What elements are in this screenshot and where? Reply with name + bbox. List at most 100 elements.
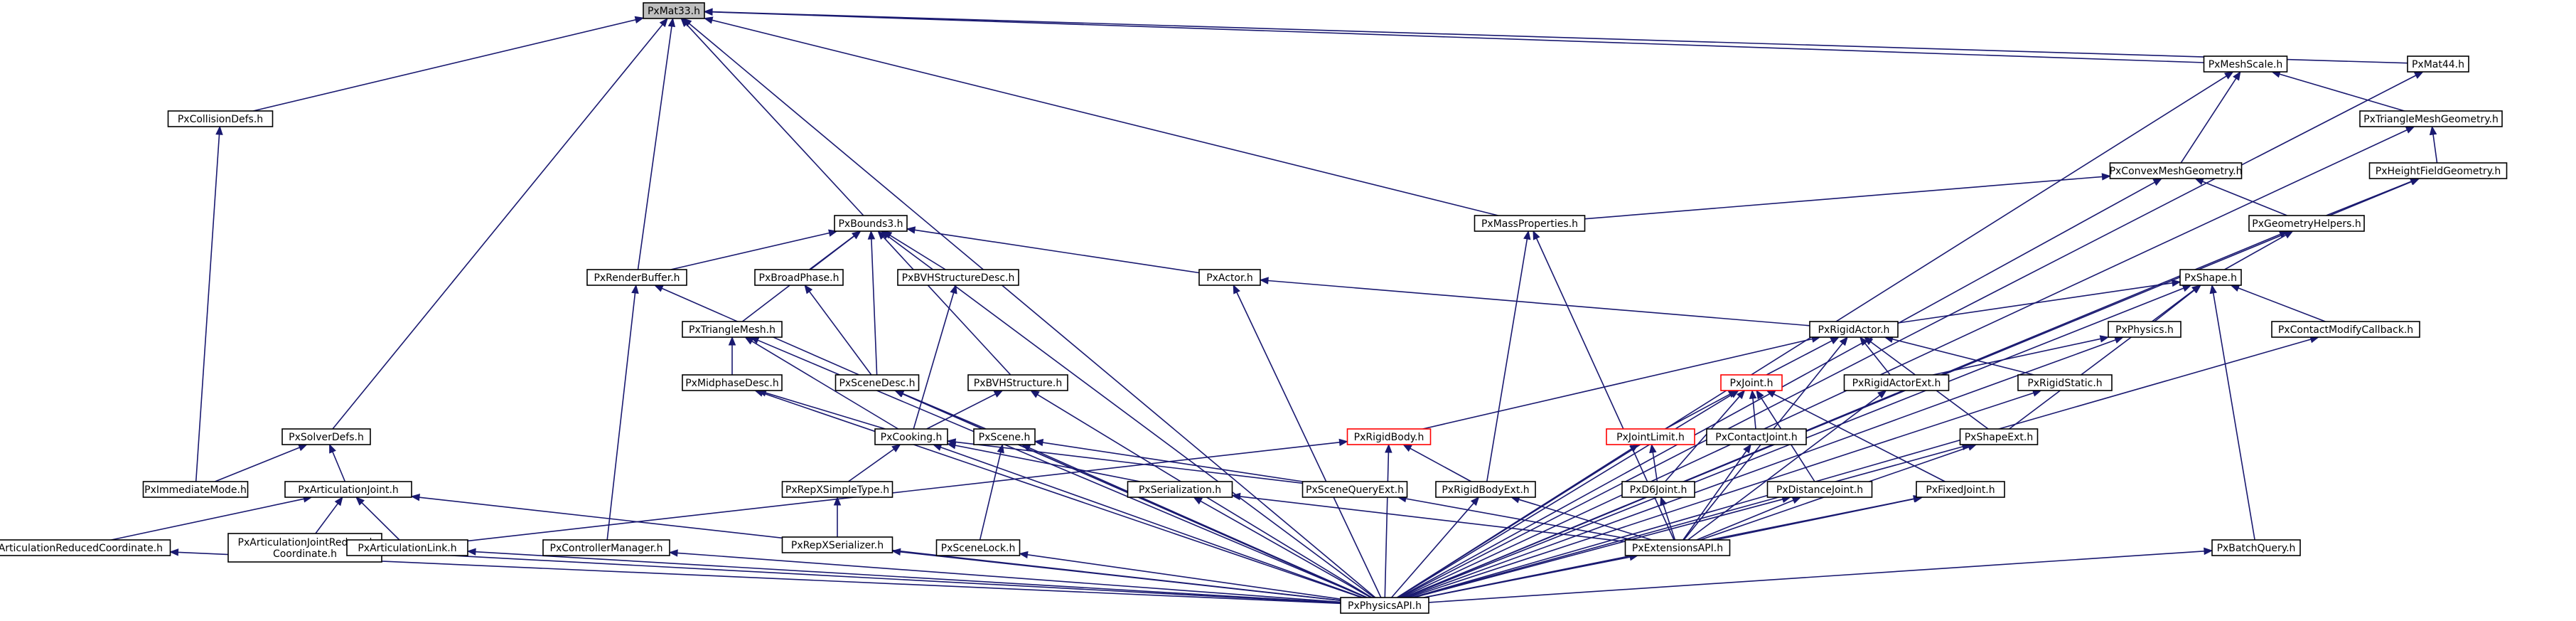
node-pxscenequeryext[interactable]: PxSceneQueryExt.h	[1302, 481, 1408, 498]
node-pxrigidbody[interactable]: PxRigidBody.h	[1346, 428, 1432, 445]
node-pxphysics[interactable]: PxPhysics.h	[2108, 321, 2181, 338]
node-box	[1435, 481, 1536, 498]
node-label: PxConvexMeshGeometry.h	[2110, 166, 2243, 177]
arrowhead-icon	[2405, 126, 2415, 134]
edge-pxcontactmodifycallback-to-pxshape	[2230, 285, 2326, 322]
edge-line	[1401, 129, 2408, 598]
edge-pxgeometryhelpers-to-pxconvexmeshgeometry	[2194, 178, 2287, 216]
node-pxcooking[interactable]: PxCooking.h	[874, 428, 948, 445]
node-pxmassproperties[interactable]: PxMassProperties.h	[1474, 215, 1586, 232]
edge-pxrigidactorext-to-pxrigidactor	[1859, 336, 1891, 376]
node-pxbvhstructure[interactable]: PxBVHStructure.h	[967, 374, 1068, 391]
node-pxactor[interactable]: PxActor.h	[1198, 269, 1261, 286]
node-pxd6joint[interactable]: PxD6Joint.h	[1621, 481, 1695, 498]
node-pxheightfieldgeometry[interactable]: PxHeightFieldGeometry.h	[2368, 162, 2508, 179]
edge-pxcooking-to-pxbvhstructuredesc	[913, 284, 957, 430]
node-pxshape[interactable]: PxShape.h	[2179, 269, 2242, 286]
edge-pxphysicsapi-to-pxrigidbody	[1384, 443, 1392, 598]
edge-line	[1200, 500, 1371, 598]
node-pxarticulationlink[interactable]: PxArticulationLink.h	[346, 539, 468, 556]
node-pxarticulationreducedcoordinate[interactable]: PxArticulationReducedCoordinate.h	[0, 539, 171, 556]
node-pxrenderbuffer[interactable]: PxRenderBuffer.h	[586, 269, 687, 286]
node-box	[834, 215, 908, 232]
edge-line	[686, 23, 864, 216]
edge-pxphysicsapi-to-pxmat33	[682, 18, 1376, 598]
node-label: PxPhysicsAPI.h	[1348, 600, 1422, 612]
edge-line	[1683, 450, 1747, 541]
node-pxgeometryhelpers[interactable]: PxGeometryHelpers.h	[2248, 215, 2365, 232]
node-pxmeshscale[interactable]: PxMeshScale.h	[2203, 55, 2288, 73]
edge-pxphysicsapi-to-pxbatchquery	[1428, 547, 2213, 603]
node-label: PxTriangleMeshGeometry.h	[2363, 114, 2499, 125]
node-pxmat44[interactable]: PxMat44.h	[2407, 55, 2469, 73]
edge-line	[1029, 447, 1368, 598]
node-pxserialization[interactable]: PxSerialization.h	[1127, 481, 1233, 498]
node-box	[1916, 481, 2005, 498]
node-pxconvexmeshgeometry[interactable]: PxConvexMeshGeometry.h	[2110, 162, 2243, 179]
node-pxmidphasedesc[interactable]: PxMidphaseDesc.h	[682, 374, 783, 391]
node-pxcontrollermanager[interactable]: PxControllerManager.h	[542, 539, 670, 556]
node-pxbroadphase[interactable]: PxBroadPhase.h	[754, 269, 844, 286]
node-pxphysicsapi[interactable]: PxPhysicsAPI.h	[1340, 597, 1429, 614]
node-pxrigidactor[interactable]: PxRigidActor.h	[1809, 321, 1899, 338]
node-pxfixedjoint[interactable]: PxFixedJoint.h	[1916, 481, 2005, 498]
node-box	[973, 428, 1036, 445]
node-pxrigidactorext[interactable]: PxRigidActorExt.h	[1843, 374, 1950, 391]
edge-line	[979, 452, 1002, 541]
arrowhead-icon	[1034, 438, 1044, 447]
edge-pxphysicsapi-to-pxscenelock	[1019, 551, 1341, 600]
edge-line	[2154, 290, 2195, 322]
edge-line	[2180, 78, 2237, 164]
arrowhead-icon	[867, 230, 876, 240]
node-label: PxMat44.h	[2412, 59, 2464, 70]
node-pxshapeext[interactable]: PxShapeExt.h	[1959, 428, 2039, 445]
node-pximmediatemode[interactable]: PxImmediateMode.h	[142, 481, 249, 498]
node-box	[284, 481, 412, 498]
node-pxtrianglemeshgeometry[interactable]: PxTriangleMeshGeometry.h	[2359, 110, 2503, 127]
arrowhead-icon	[1402, 444, 1412, 452]
node-pxsolverdefs[interactable]: PxSolverDefs.h	[281, 428, 371, 445]
node-pxjoint[interactable]: PxJoint.h	[1720, 374, 1783, 391]
node-box	[167, 110, 274, 127]
node-box	[1809, 321, 1899, 338]
node-pxjointlimit[interactable]: PxJointLimit.h	[1606, 428, 1695, 445]
edge-line	[1773, 393, 1946, 482]
edge-pxsolverdefs-to-pxmat33	[332, 17, 668, 430]
node-label: PxActor.h	[1206, 272, 1253, 284]
edge-pxtrianglemeshgeometry-to-pxmeshscale	[2271, 70, 2405, 112]
arrowhead-icon	[2413, 71, 2424, 79]
node-pxarticulationjoint[interactable]: PxArticulationJoint.h	[284, 481, 412, 498]
node-pxrepxserializer[interactable]: PxRepXSerializer.h	[781, 536, 893, 553]
node-pxbatchquery[interactable]: PxBatchQuery.h	[2211, 539, 2301, 556]
edge-pxcontrollermanager-to-pxrenderbuffer	[606, 284, 639, 541]
edge-line	[1390, 502, 1474, 598]
edge-line	[1766, 340, 1832, 376]
node-pxcontactjoint[interactable]: PxContactJoint.h	[1706, 428, 1807, 445]
node-pxrigidbodyext[interactable]: PxRigidBodyExt.h	[1435, 481, 1536, 498]
edge-line	[1410, 447, 1472, 482]
node-pxscenelock[interactable]: PxSceneLock.h	[935, 539, 1021, 556]
node-pxcollisiondefs[interactable]: PxCollisionDefs.h	[167, 110, 274, 127]
edge-line	[2009, 289, 2195, 430]
node-pxcontactmodifycallback[interactable]: PxContactModifyCallback.h	[2271, 321, 2420, 338]
node-pxbounds3[interactable]: PxBounds3.h	[834, 215, 908, 232]
edge-line	[1584, 176, 2103, 220]
node-label: PxBounds3.h	[838, 218, 903, 230]
edge-line	[809, 291, 872, 376]
node-box	[1720, 374, 1783, 391]
node-pxrepxsimpletype[interactable]: PxRepXSimpleType.h	[781, 481, 893, 498]
arrowhead-icon	[668, 549, 678, 557]
node-pxextensionsapi[interactable]: PxExtensionsAPI.h	[1624, 539, 1731, 556]
node-pxtrianglemesh[interactable]: PxTriangleMesh.h	[682, 321, 783, 338]
node-pxscenedesc[interactable]: PxSceneDesc.h	[834, 374, 920, 391]
edge-pxphysicsapi-to-pxscene	[1021, 444, 1368, 598]
node-label: PxRepXSimpleType.h	[785, 484, 889, 496]
arrowhead-icon	[298, 444, 308, 452]
node-pxbvhstructuredesc[interactable]: PxBVHStructureDesc.h	[897, 269, 1019, 286]
node-pxdistancejoint[interactable]: PxDistanceJoint.h	[1766, 481, 1873, 498]
node-label: PxMidphaseDesc.h	[685, 378, 779, 389]
edge-line	[1486, 238, 1528, 482]
node-pxscene[interactable]: PxScene.h	[973, 428, 1036, 445]
node-pxrigidstatic[interactable]: PxRigidStatic.h	[2017, 374, 2113, 391]
arrowhead-icon	[1791, 497, 1802, 504]
